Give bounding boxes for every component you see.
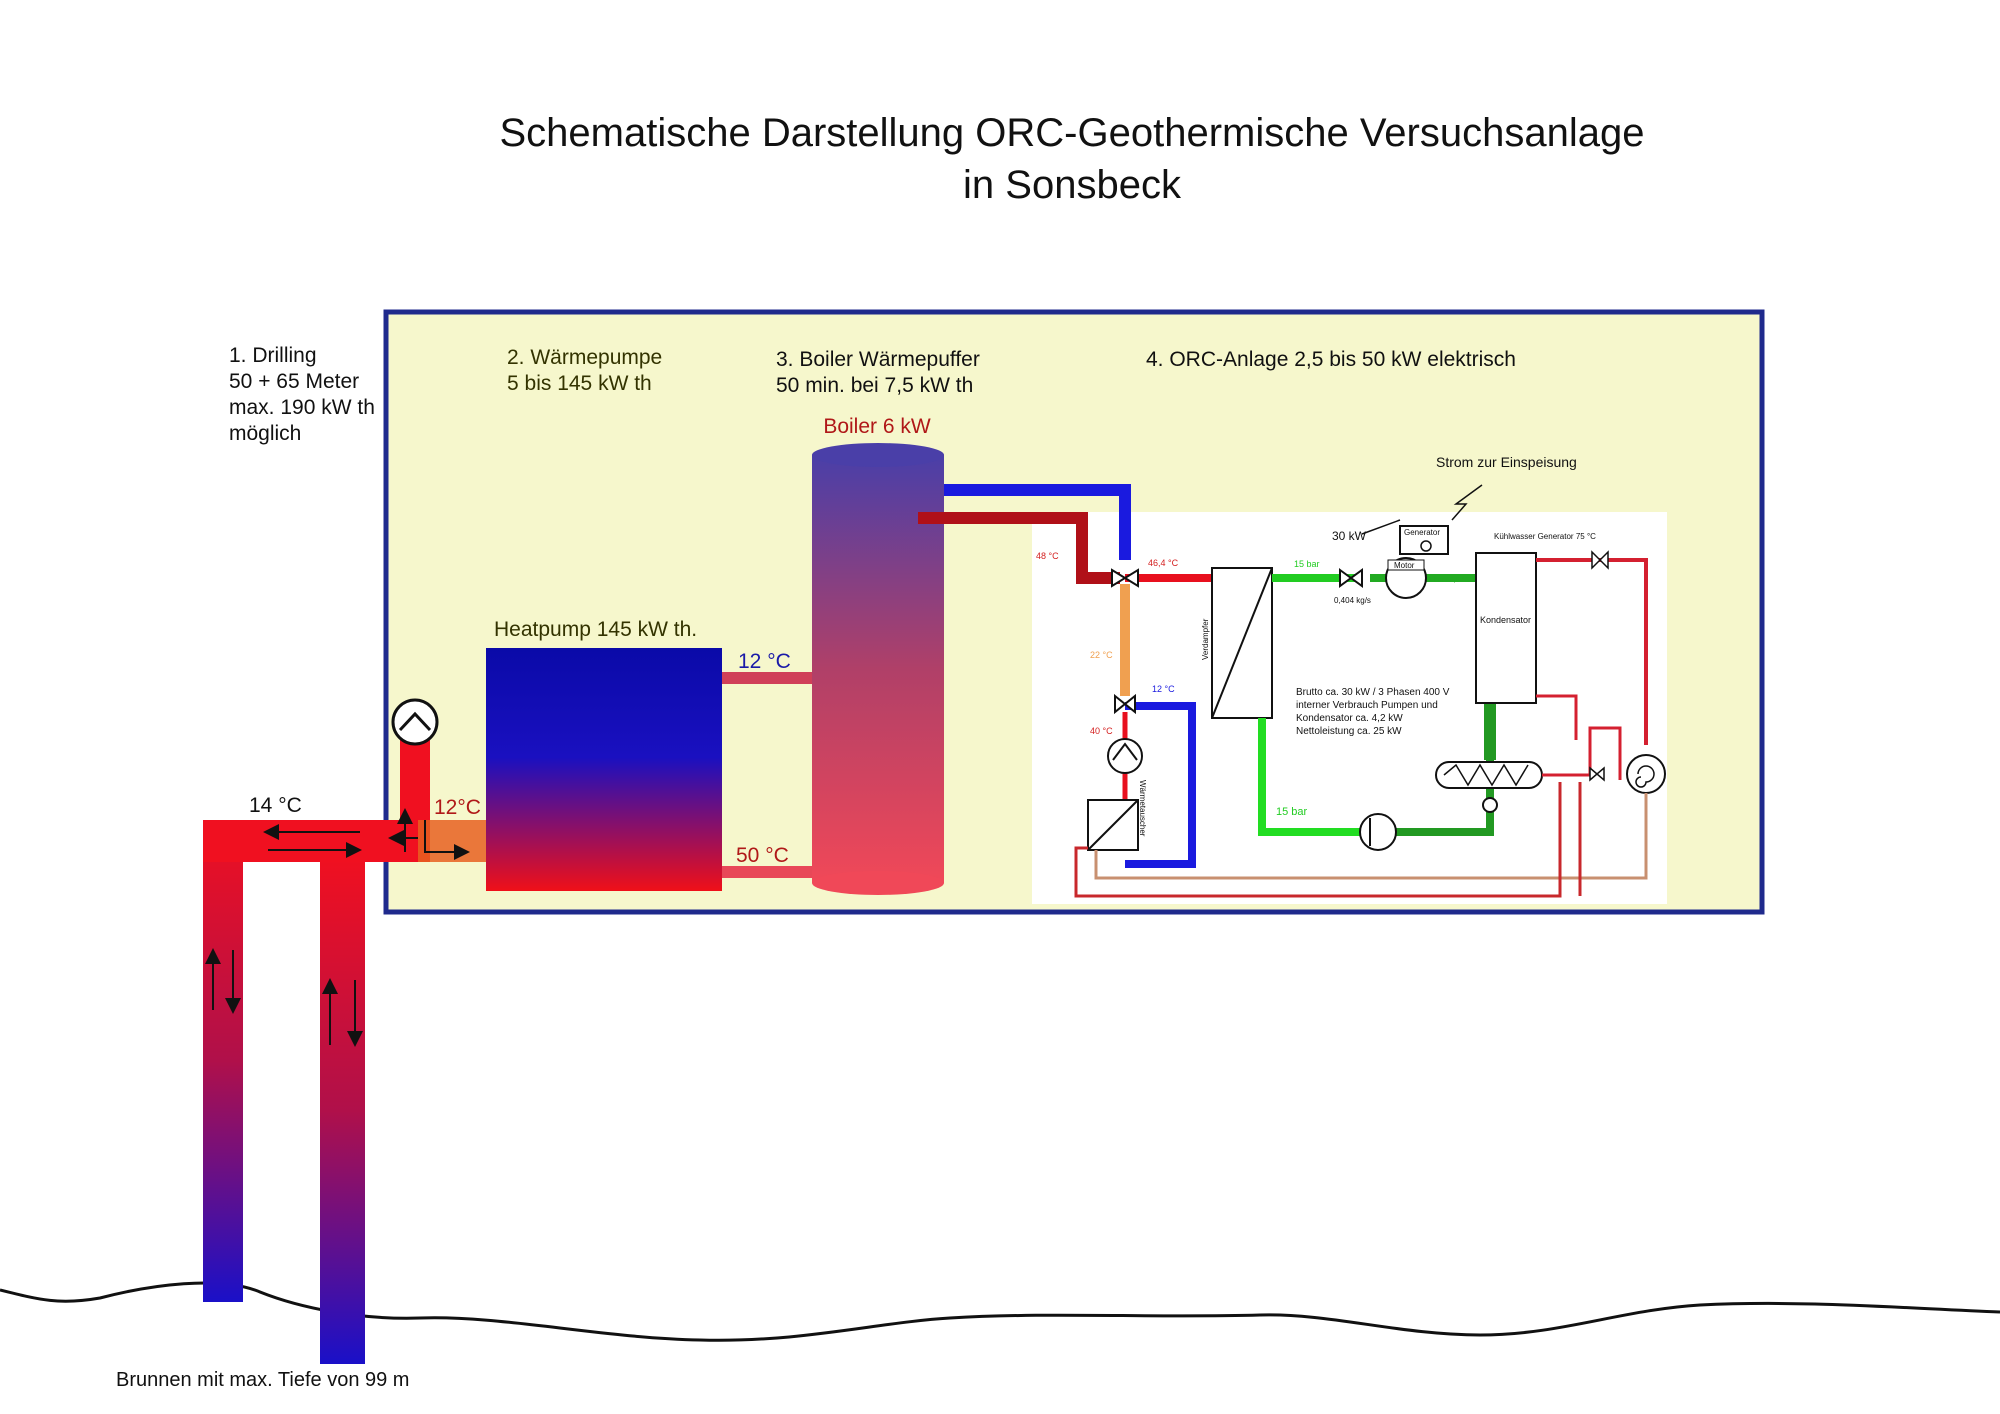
heatpump-box bbox=[486, 648, 722, 891]
orc-section-title: 4. ORC-Anlage 2,5 bis 50 kW elektrisch bbox=[1146, 348, 1516, 371]
temp-12-blue: 12 °C bbox=[738, 650, 791, 673]
ground-line bbox=[0, 1281, 2000, 1342]
drilling-line-4: möglich bbox=[229, 422, 301, 445]
pipe-hp-boiler-top bbox=[722, 672, 812, 684]
orc-brutto-line-2: interner Verbrauch Pumpen und bbox=[1296, 700, 1438, 711]
orc-strom-label: Strom zur Einspeisung bbox=[1436, 454, 1577, 470]
orc-3bar-label: 3 bar / 2,8 °C bbox=[1428, 576, 1469, 584]
orc-brutto-line-1: Brutto ca. 30 kW / 3 Phasen 400 V bbox=[1296, 687, 1450, 698]
orc-waermetauscher-label: Wärmetauscher bbox=[1138, 780, 1147, 837]
orc-15bar-bottom-label: 15 bar bbox=[1276, 806, 1308, 818]
well-pipes bbox=[203, 740, 486, 1364]
waermepumpe-line-1: 2. Wärmepumpe bbox=[507, 346, 662, 369]
orc-schematic bbox=[1074, 484, 1666, 898]
orc-kuehlwasser-label: Kühlwasser Generator 75 °C bbox=[1494, 532, 1596, 541]
orc-verdampfer-label: Verdampfer bbox=[1201, 618, 1210, 660]
pipe-boiler-red bbox=[918, 512, 1120, 584]
orc-generator-label: Generator bbox=[1404, 528, 1440, 537]
drilling-line-2: 50 + 65 Meter bbox=[229, 370, 359, 393]
temp-14: 14 °C bbox=[249, 794, 302, 817]
boiler-section-line-2: 50 min. bei 7,5 kW th bbox=[776, 374, 973, 397]
circulation-pump-icon bbox=[391, 698, 439, 746]
temp-50: 50 °C bbox=[736, 844, 789, 867]
boiler-section-line-1: 3. Boiler Wärmepuffer bbox=[776, 348, 980, 371]
orc-brutto-line-4: Nettoleistung ca. 25 kW bbox=[1296, 726, 1402, 737]
orc-brutto-line-3: Kondensator ca. 4,2 kW bbox=[1296, 713, 1403, 724]
pipe-hp-boiler-bottom bbox=[722, 866, 812, 878]
orc-30kw-label: 30 kW bbox=[1332, 529, 1367, 543]
brunnen-label: Brunnen mit max. Tiefe von 99 m bbox=[116, 1369, 409, 1391]
orc-15bar-top-label: 15 bar bbox=[1294, 559, 1320, 569]
title-line-2: in Sonsbeck bbox=[963, 163, 1182, 207]
orc-46-label: 46,4 °C bbox=[1148, 558, 1179, 568]
title-line-1: Schematische Darstellung ORC-Geothermisc… bbox=[500, 111, 1645, 155]
pipe-boiler-blue bbox=[944, 484, 1131, 560]
orc-12-label: 12 °C bbox=[1152, 684, 1175, 694]
boiler-tank bbox=[812, 443, 944, 895]
boiler-label: Boiler 6 kW bbox=[823, 415, 931, 438]
temp-12-red: 12°C bbox=[434, 796, 481, 819]
drilling-line-1: 1. Drilling bbox=[229, 344, 317, 367]
orc-flow-label: 0,404 kg/s bbox=[1334, 596, 1371, 605]
orc-kondensator-label: Kondensator bbox=[1480, 615, 1531, 625]
orc-48-label: 48 °C bbox=[1036, 551, 1059, 561]
drilling-line-3: max. 190 kW th bbox=[229, 396, 375, 419]
orc-22-label: 22 °C bbox=[1090, 650, 1113, 660]
waermepumpe-line-2: 5 bis 145 kW th bbox=[507, 372, 652, 395]
heatpump-label: Heatpump 145 kW th. bbox=[494, 618, 697, 641]
orc-40-label: 40 °C bbox=[1090, 726, 1113, 736]
orc-motor-label: Motor bbox=[1394, 561, 1415, 570]
